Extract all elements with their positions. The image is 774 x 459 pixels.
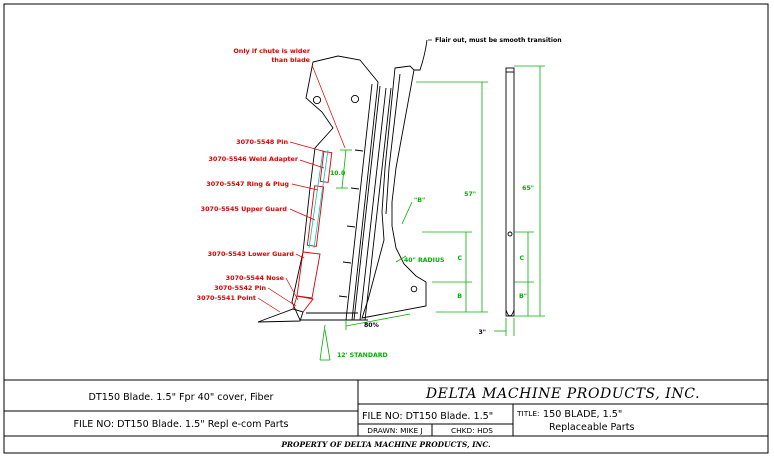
chute-pin-hole xyxy=(410,285,418,293)
callout-point: 3070-5541 Point xyxy=(197,294,256,302)
title-line-1: 150 BLADE, 1.5" xyxy=(543,409,622,420)
guard-center-line xyxy=(308,149,329,249)
strip-outline xyxy=(505,67,515,317)
file-number-right: FILE NO: DT150 Blade. 1.5" xyxy=(362,411,493,422)
dim-guard-length: 10.0 xyxy=(330,170,346,177)
upper-guard-part xyxy=(306,185,325,247)
lower-guard-part xyxy=(296,251,321,299)
strip-tip xyxy=(505,309,515,317)
dimension-lines xyxy=(319,65,545,361)
drawing-area: Only if chute is wider than blade 3070-5… xyxy=(197,37,562,361)
callout-nose: 3070-5544 Nose xyxy=(226,274,285,282)
dim-width-3: 3" xyxy=(478,329,486,336)
dim-angle-80: 80% xyxy=(364,322,379,329)
dim-height-65: 65" xyxy=(522,185,534,192)
sheet-border xyxy=(3,3,769,454)
dim-radius: 40" RADIUS xyxy=(404,257,444,264)
mount-hole-left xyxy=(312,95,322,105)
drawing-description: DT150 Blade. 1.5" Fpr 40" cover, Fiber xyxy=(88,392,273,403)
checked-by: CHKD: HDS xyxy=(451,426,493,435)
blade-plate-outline xyxy=(291,55,379,321)
callout-chute-line1: Only if chute is wider xyxy=(233,47,310,55)
callout-ring-plug: 3070-5547 Ring & Plug xyxy=(206,180,289,188)
dim-b-quote: "B" xyxy=(414,197,425,204)
title-line-2: Replaceable Parts xyxy=(549,422,634,433)
dim-c-left: C xyxy=(457,255,462,262)
flair-line xyxy=(414,39,428,71)
dim-b-left: B xyxy=(457,293,462,300)
leader-lines xyxy=(257,64,346,313)
file-number-left: FILE NO: DT150 Blade. 1.5" Repl e-com Pa… xyxy=(74,419,289,430)
dim-c-right: C xyxy=(519,255,524,262)
flair-note: Flair out, must be smooth transition xyxy=(435,37,562,44)
chute-side-view xyxy=(361,39,428,319)
callout-pin-top: 3070-5548 Pin xyxy=(236,138,288,146)
chute-outline xyxy=(361,65,427,319)
callout-upper-guard: 3070-5545 Upper Guard xyxy=(201,205,288,213)
callout-lower-guard: 3070-5543 Lower Guard xyxy=(208,250,295,258)
dim-b-right: B" xyxy=(519,293,527,300)
strip-hole xyxy=(507,231,513,237)
company-name: DELTA MACHINE PRODUCTS, INC. xyxy=(425,386,700,402)
blade-side-view xyxy=(291,55,392,321)
point-part xyxy=(257,308,304,323)
drawn-by: DRAWN: MIKE J xyxy=(367,426,422,435)
chute-front-view xyxy=(505,67,515,317)
property-notice: PROPERTY OF DELTA MACHINE PRODUCTS, INC. xyxy=(280,440,491,449)
title-block: DT150 Blade. 1.5" Fpr 40" cover, Fiber F… xyxy=(4,379,768,449)
callout-chute-line2: than blade xyxy=(271,56,310,64)
callout-weld-adapter: 3070-5546 Weld Adapter xyxy=(208,155,298,163)
chute-inner-line xyxy=(385,73,401,215)
title-label: TITLE: xyxy=(516,409,540,418)
callout-pin-low: 3070-5542 Pin xyxy=(214,284,266,292)
replaceable-parts xyxy=(257,151,333,323)
dim-standard: 12' STANDARD xyxy=(337,352,388,359)
dim-height-57: 57" xyxy=(464,191,476,198)
mount-hole-right xyxy=(350,94,360,104)
